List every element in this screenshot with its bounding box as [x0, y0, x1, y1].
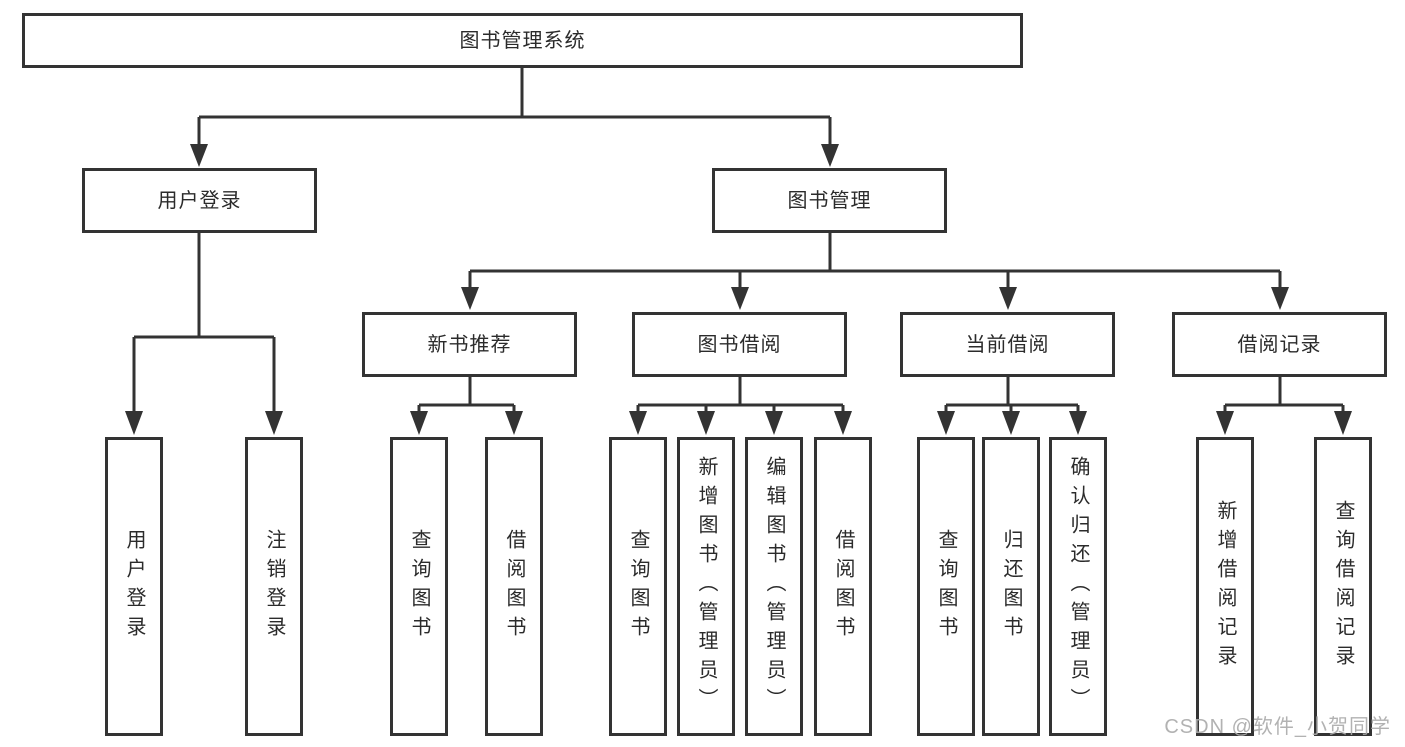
- leaf-current-query-book: 查询图书: [917, 437, 975, 736]
- arrow-down-icon: [190, 144, 208, 167]
- arrow-down-icon: [1002, 411, 1020, 435]
- leaf-current-return-book: 归还图书: [982, 437, 1040, 736]
- leaf-user-login: 用户登录: [105, 437, 163, 736]
- arrow-down-icon: [1216, 411, 1234, 435]
- arrow-down-icon: [629, 411, 647, 435]
- node-label: 新书推荐: [427, 333, 512, 356]
- leaf-records-query-record: 查询借阅记录: [1314, 437, 1372, 736]
- node-label: 查询图书: [935, 528, 957, 645]
- node-label: 借阅图书: [832, 528, 854, 645]
- node-label: 借阅图书: [503, 528, 525, 645]
- node-library-system: 图书管理系统: [22, 13, 1023, 68]
- node-book-management: 图书管理: [712, 168, 947, 233]
- arrow-down-icon: [1271, 287, 1289, 310]
- arrow-down-icon: [999, 287, 1017, 310]
- arrow-down-icon: [265, 411, 283, 435]
- leaf-borrow-borrow-book: 借阅图书: [814, 437, 872, 736]
- leaf-borrow-query-book: 查询图书: [609, 437, 667, 736]
- node-label: 确认归还（管理员）: [1067, 456, 1089, 717]
- node-label: 图书管理: [787, 189, 872, 212]
- arrow-down-icon: [125, 411, 143, 435]
- csdn-watermark: CSDN @软件_小贺同学: [1164, 716, 1391, 738]
- node-label: 查询图书: [408, 528, 430, 645]
- leaf-borrow-add-book-admin: 新增图书（管理员）: [677, 437, 735, 736]
- arrow-down-icon: [821, 144, 839, 167]
- arrow-down-icon: [505, 411, 523, 435]
- arrow-down-icon: [937, 411, 955, 435]
- arrow-down-icon: [765, 411, 783, 435]
- arrow-down-icon: [697, 411, 715, 435]
- node-label: 用户登录: [123, 528, 145, 645]
- node-label: 注销登录: [263, 528, 285, 645]
- arrow-down-icon: [1334, 411, 1352, 435]
- node-current-borrow: 当前借阅: [900, 312, 1115, 377]
- leaf-logout: 注销登录: [245, 437, 303, 736]
- leaf-recommend-borrow-book: 借阅图书: [485, 437, 543, 736]
- node-label: 查询借阅记录: [1332, 499, 1354, 674]
- node-label: 新增图书（管理员）: [695, 456, 717, 717]
- leaf-borrow-edit-book-admin: 编辑图书（管理员）: [745, 437, 803, 736]
- node-new-book-recommend: 新书推荐: [362, 312, 577, 377]
- node-label: 图书借阅: [697, 333, 782, 356]
- node-borrow-records: 借阅记录: [1172, 312, 1387, 377]
- leaf-recommend-query-book: 查询图书: [390, 437, 448, 736]
- node-label: 查询图书: [627, 528, 649, 645]
- node-label: 当前借阅: [965, 333, 1050, 356]
- arrow-down-icon: [461, 287, 479, 310]
- node-label: 用户登录: [157, 189, 242, 212]
- arrow-down-icon: [834, 411, 852, 435]
- arrow-down-icon: [1069, 411, 1087, 435]
- node-label: 图书管理系统: [459, 29, 586, 52]
- node-label: 借阅记录: [1237, 333, 1322, 356]
- node-label: 编辑图书（管理员）: [763, 456, 785, 717]
- node-user-login: 用户登录: [82, 168, 317, 233]
- arrow-down-icon: [410, 411, 428, 435]
- node-label: 新增借阅记录: [1214, 499, 1236, 674]
- node-book-borrow: 图书借阅: [632, 312, 847, 377]
- leaf-records-add-record: 新增借阅记录: [1196, 437, 1254, 736]
- leaf-current-confirm-return-admin: 确认归还（管理员）: [1049, 437, 1107, 736]
- node-label: 归还图书: [1000, 528, 1022, 645]
- arrow-down-icon: [731, 287, 749, 310]
